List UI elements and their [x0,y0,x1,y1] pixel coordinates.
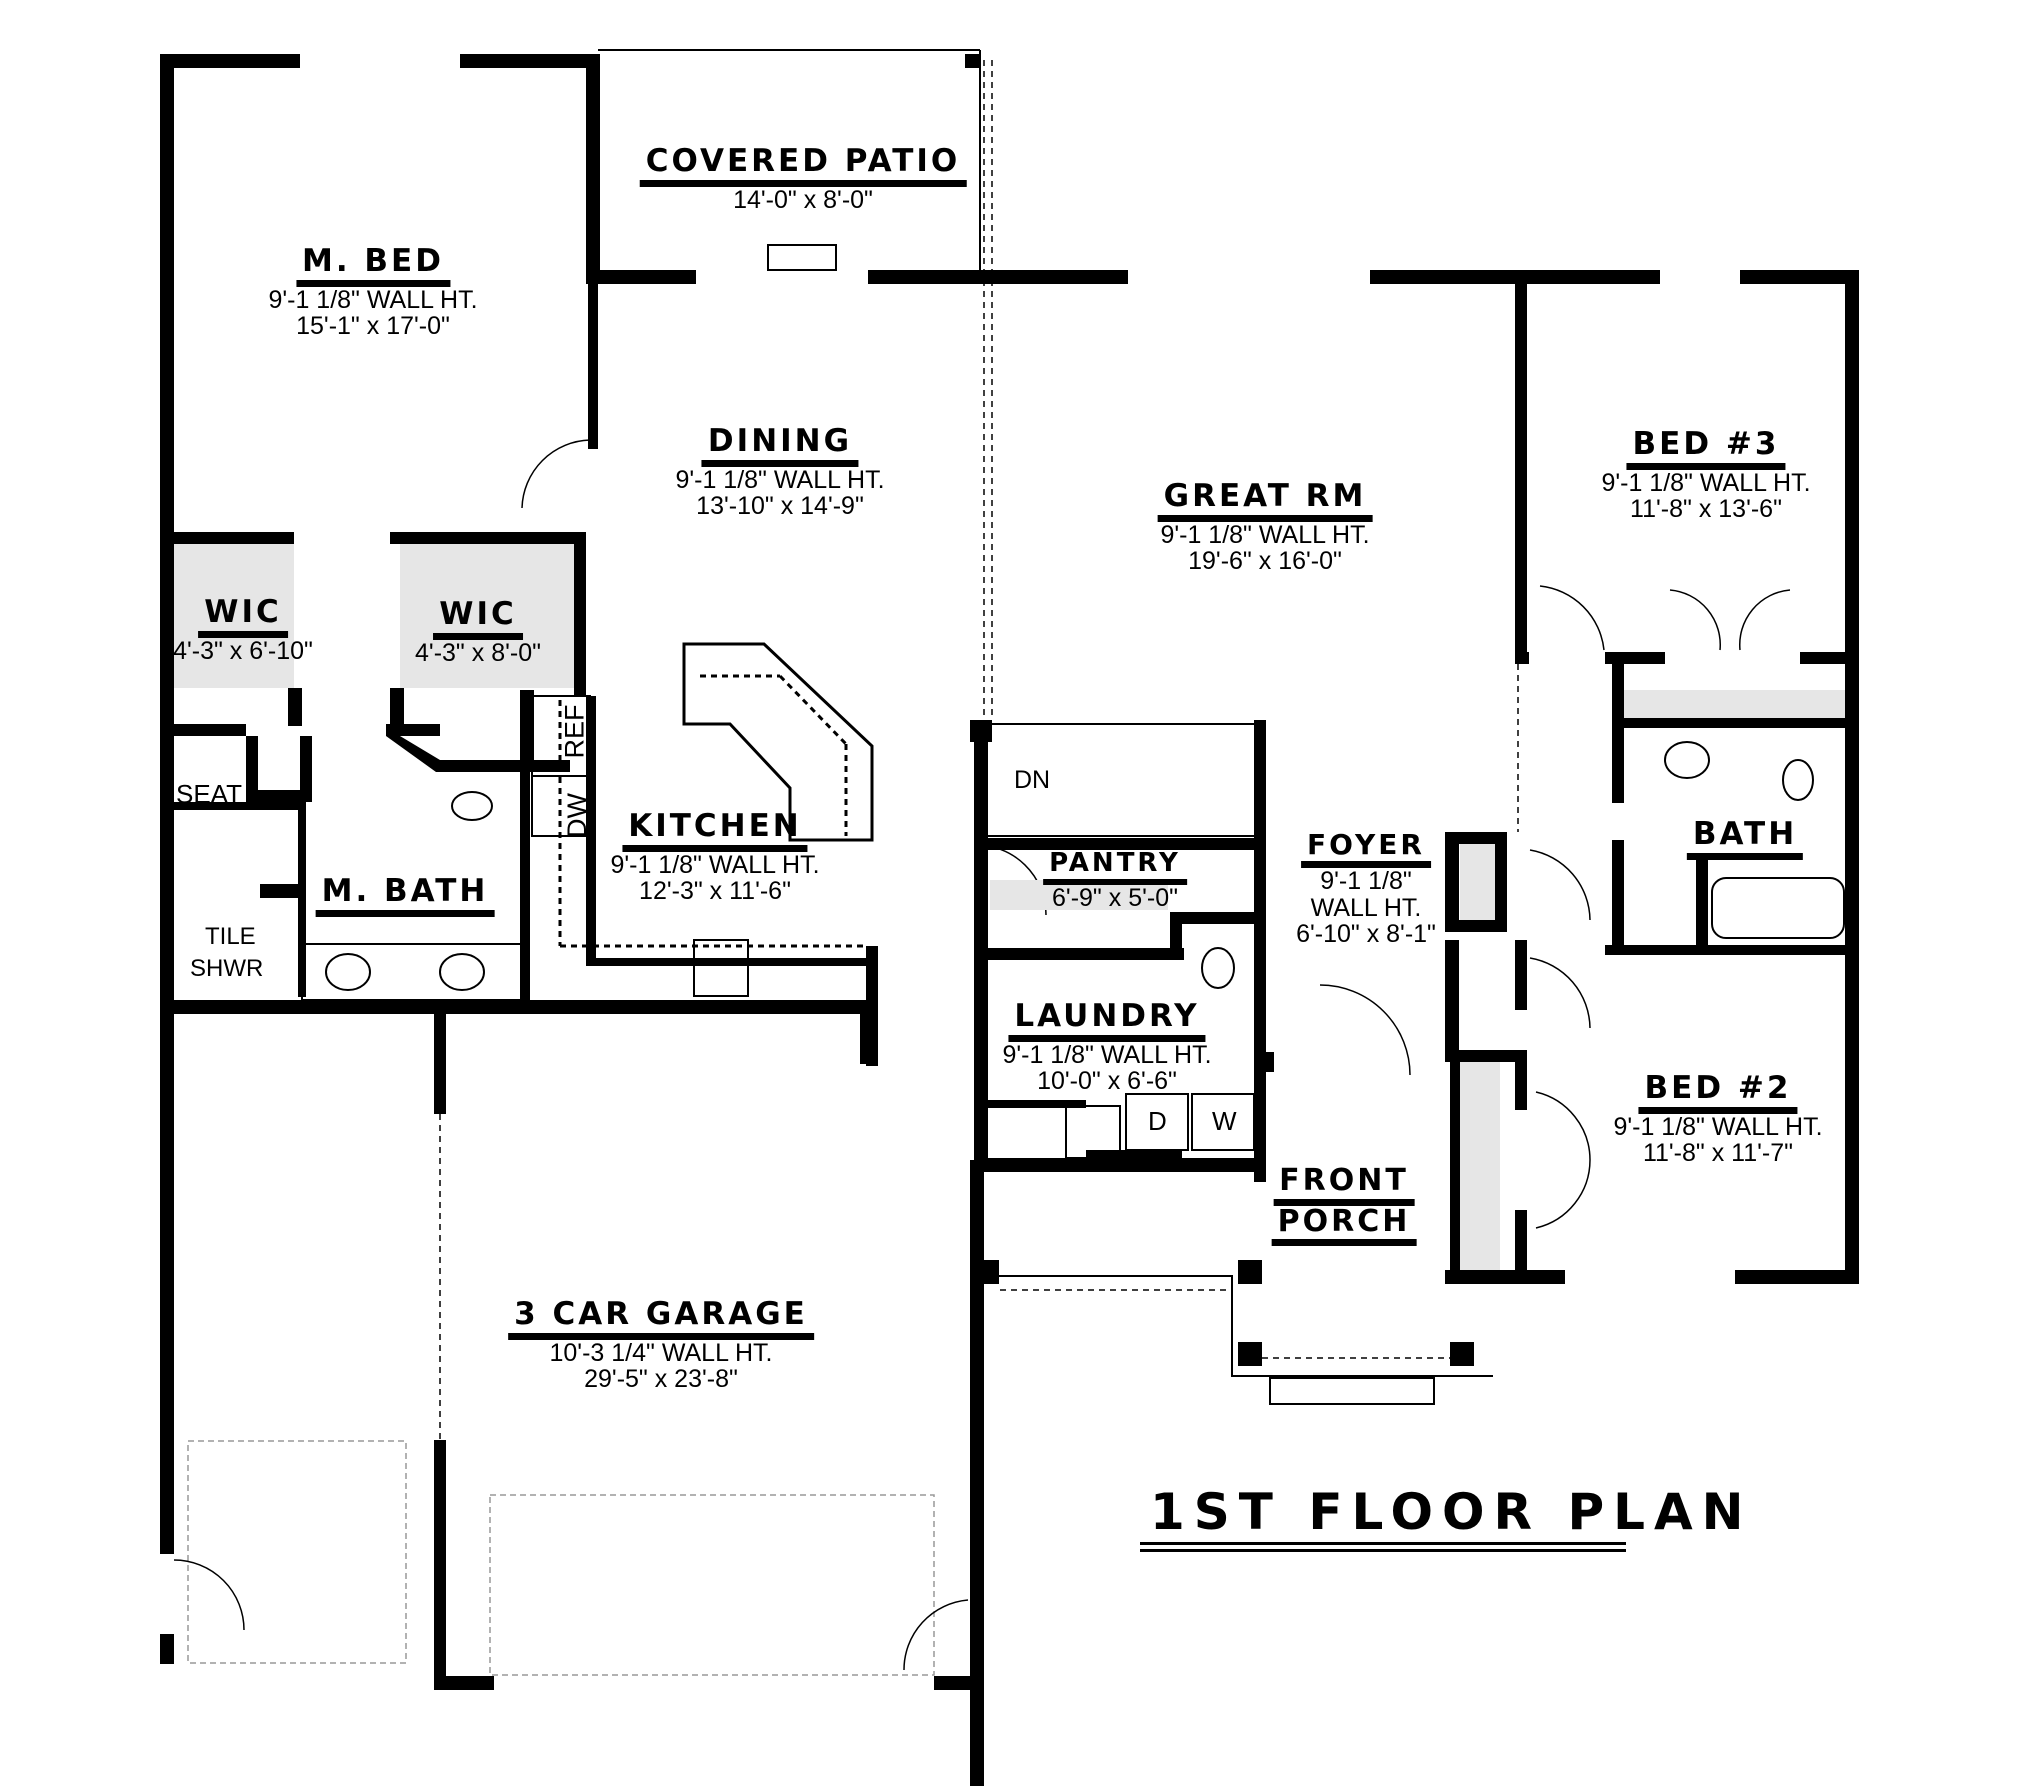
title-underline [1140,1542,1626,1545]
room-size: 11'-8" x 13'-6" [1630,494,1782,523]
room-name: COVERED PATIO [639,145,967,187]
room-pantry: PANTRY 6'-9" x 5'-0" [1043,849,1187,913]
room-name: FOYER [1301,830,1431,869]
seat-label: SEAT [176,779,242,809]
room-name: GREAT RM [1157,480,1373,522]
room-dining: DINING 9'-1 1/8" WALL HT. 13'-10" x 14'-… [675,425,884,519]
room-name: M. BATH [315,875,495,917]
room-name: BED #2 [1638,1072,1798,1114]
room-size: 6'-9" x 5'-0" [1052,884,1178,913]
room-name: BED #3 [1626,428,1786,470]
room-name: WIC [433,598,523,640]
room-name: DINING [701,425,859,467]
room-name-line1: FRONT [1273,1165,1415,1206]
plan-title: 1ST FLOOR PLAN [1150,1483,1753,1541]
wall-height: 9'-1 1/8" WALL HT. [1613,1112,1823,1141]
room-name: KITCHEN [622,810,808,852]
room-garage: 3 CAR GARAGE 10'-3 1/4" WALL HT. 29'-5" … [508,1298,814,1392]
title-underline [1140,1549,1626,1552]
wall-height: 10'-3 1/4" WALL HT. [549,1338,773,1367]
room-size: 29'-5" x 23'-8" [584,1364,738,1393]
room-bed-2: BED #2 9'-1 1/8" WALL HT. 11'-8" x 11'-7… [1613,1072,1822,1166]
dryer-label: D [1148,1106,1167,1136]
room-name: 3 CAR GARAGE [508,1298,814,1340]
room-laundry: LAUNDRY 9'-1 1/8" WALL HT. 10'-0" x 6'-6… [1002,1000,1211,1094]
dishwasher-label: DW [561,793,592,838]
wall [160,54,300,68]
room-wic-2: WIC 4'-3" x 8'-0" [415,598,541,666]
wall-height: WALL HT. [1310,893,1422,922]
room-size: 4'-3" x 6'-10" [173,636,313,665]
tile-shower-label-2: SHWR [190,955,264,982]
wall-height: 9'-1 1/8" WALL HT. [1002,1040,1212,1069]
wall-height: 9'-1 1/8" WALL HT. [610,850,820,879]
room-size: 19'-6" x 16'-0" [1188,546,1342,575]
refrigerator-label: REF [559,704,590,759]
room-name: LAUNDRY [1008,1000,1206,1042]
room-master-bed: M. BED 9'-1 1/8" WALL HT. 15'-1" x 17'-0… [268,245,477,339]
room-size: 13'-10" x 14'-9" [696,491,864,520]
room-covered-patio: COVERED PATIO 14'-0" x 8'-0" [639,145,967,214]
room-front-porch: FRONT PORCH [1271,1165,1417,1246]
room-name: M. BED [296,245,450,287]
room-name: BATH [1686,818,1804,860]
wall-height: 9'-1 1/8" [1320,867,1412,896]
room-size: 4'-3" x 8'-0" [415,638,541,667]
room-size: 10'-0" x 6'-6" [1037,1066,1177,1095]
room-bed-3: BED #3 9'-1 1/8" WALL HT. 11'-8" x 13'-6… [1601,428,1810,522]
room-size: 12'-3" x 11'-6" [639,876,791,905]
room-name: PANTRY [1043,849,1187,886]
room-name: WIC [198,596,288,638]
room-great-room: GREAT RM 9'-1 1/8" WALL HT. 19'-6" x 16'… [1157,480,1373,575]
wall-height: 9'-1 1/8" WALL HT. [268,285,478,314]
room-name-line2: PORCH [1271,1205,1417,1246]
room-kitchen: KITCHEN 9'-1 1/8" WALL HT. 12'-3" x 11'-… [610,810,819,904]
washer-label: W [1212,1106,1237,1136]
room-master-bath: M. BATH [315,875,495,917]
room-size: 14'-0" x 8'-0" [733,185,873,214]
room-size: 15'-1" x 17'-0" [296,311,450,340]
room-wic-1: WIC 4'-3" x 6'-10" [173,596,313,664]
room-size: 11'-8" x 11'-7" [1642,1138,1794,1167]
room-foyer: FOYER 9'-1 1/8" WALL HT. 6'-10" x 8'-1" [1296,830,1436,947]
wall-height: 9'-1 1/8" WALL HT. [675,465,885,494]
room-size: 6'-10" x 8'-1" [1296,919,1436,948]
stairs-down-label: DN [1014,766,1051,794]
tile-shower-label-1: TILE [205,923,256,950]
wall-height: 9'-1 1/8" WALL HT. [1160,520,1370,549]
wall-height: 9'-1 1/8" WALL HT. [1601,468,1811,497]
room-bath: BATH [1686,818,1804,860]
